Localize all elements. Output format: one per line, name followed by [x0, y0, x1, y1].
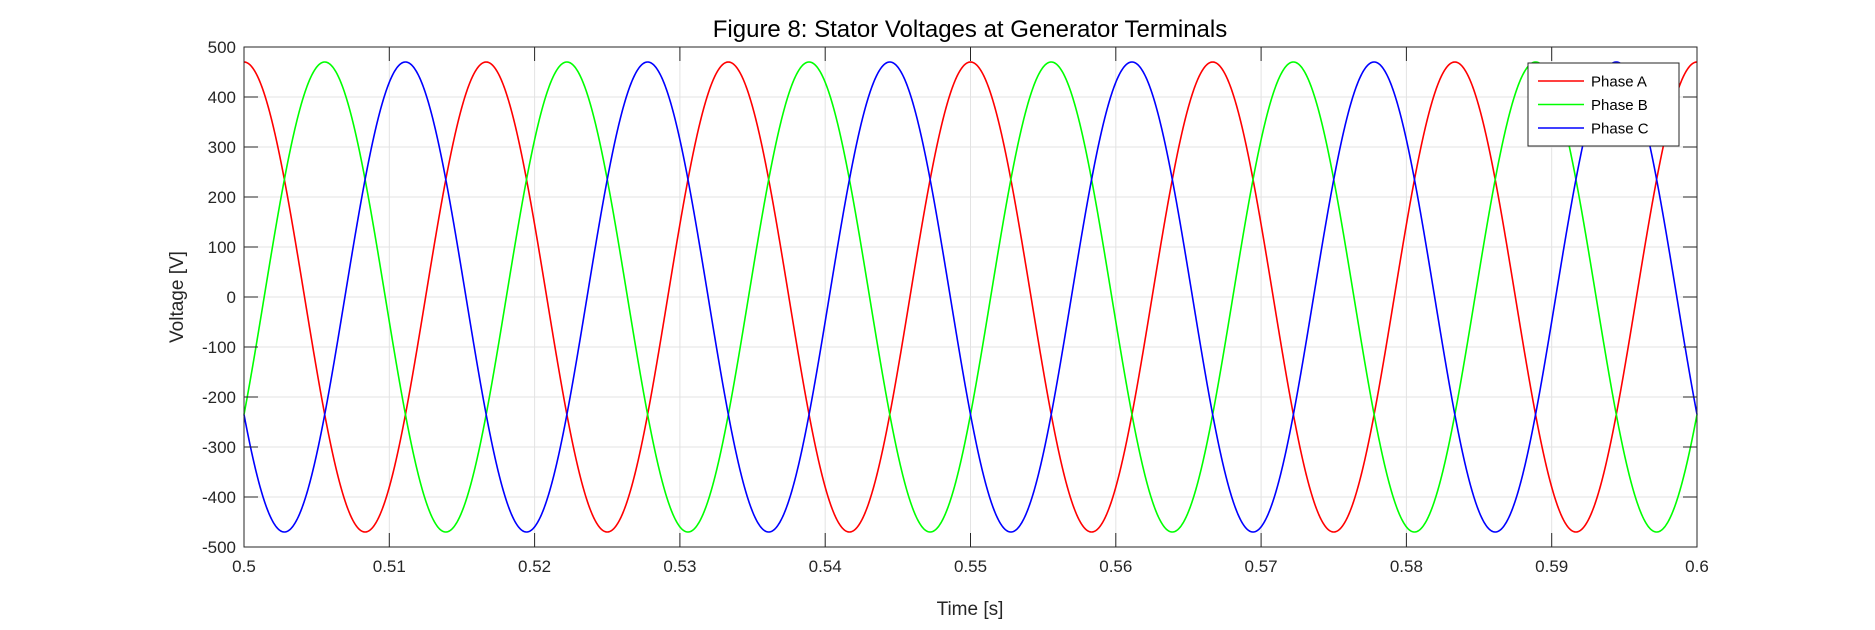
y-tick-label: 300 — [208, 138, 236, 157]
series-lines — [243, 61, 1698, 533]
x-axis-label: Time [s] — [937, 599, 1004, 620]
x-tick-label: 0.57 — [1245, 557, 1278, 576]
y-tick-label: 400 — [208, 88, 236, 107]
y-tick-label: 0 — [227, 288, 236, 307]
y-tick-label: -400 — [202, 488, 236, 507]
y-tick-label: -100 — [202, 338, 236, 357]
x-tick-label: 0.52 — [518, 557, 551, 576]
legend-label: Phase A — [1591, 74, 1647, 91]
x-tick-label: 0.58 — [1390, 557, 1423, 576]
y-tick-label: 200 — [208, 188, 236, 207]
ticks: 0.5 0.51 0.52 0.53 0.54 0.55 0.56 0.57 0.58 0.59 0… — [202, 38, 1709, 576]
x-tick-label: 0.6 — [1685, 557, 1709, 576]
x-tick-label: 0.54 — [809, 557, 842, 576]
y-tick-label: -200 — [202, 388, 236, 407]
x-tick-label: 0.56 — [1099, 557, 1132, 576]
y-tick-label: -500 — [202, 538, 236, 557]
legend-label: Phase B — [1591, 97, 1648, 114]
chart-title: Figure 8: Stator Voltages at Generator T… — [713, 16, 1228, 43]
y-tick-label: 100 — [208, 238, 236, 257]
legend-label: Phase C — [1591, 121, 1649, 138]
x-tick-label: 0.51 — [373, 557, 406, 576]
series-line-phase-c — [243, 61, 1698, 533]
x-tick-label: 0.5 — [232, 557, 256, 576]
legend: Phase A Phase B Phase C — [1527, 62, 1680, 147]
y-tick-label: 500 — [208, 38, 236, 57]
x-tick-label: 0.59 — [1535, 557, 1568, 576]
y-axis-label: Voltage [V] — [167, 251, 188, 343]
x-tick-label: 0.55 — [954, 557, 987, 576]
series-line-phase-a — [243, 61, 1698, 533]
x-tick-label: 0.53 — [663, 557, 696, 576]
y-tick-label: -300 — [202, 438, 236, 457]
